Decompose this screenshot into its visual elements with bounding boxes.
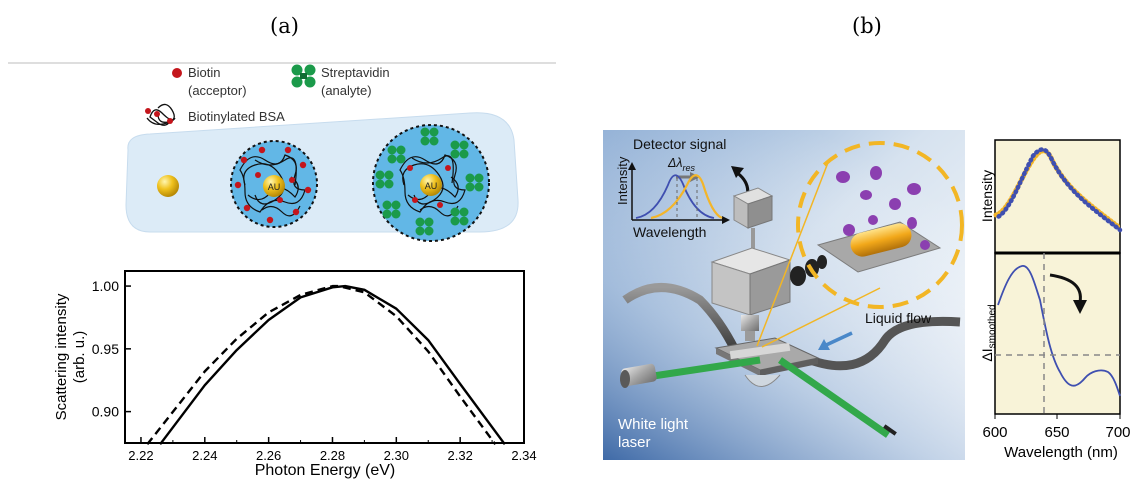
biotin-dot-icon bbox=[172, 68, 182, 78]
right-top-y-label: Intensity bbox=[979, 170, 995, 222]
x-tick-label: 2.32 bbox=[448, 448, 473, 463]
legend-biotin: Biotin bbox=[188, 65, 221, 80]
tick-650: 650 bbox=[1044, 424, 1069, 441]
tick-700: 700 bbox=[1105, 424, 1130, 441]
x-tick-label: 2.26 bbox=[256, 448, 281, 463]
au-label-2: AU bbox=[425, 181, 438, 191]
y-ticks: 0.90 0.95 1.00 bbox=[92, 278, 131, 420]
light-source bbox=[620, 363, 657, 388]
au-label-1: AU bbox=[268, 182, 281, 192]
tube-left bbox=[622, 283, 740, 353]
series-group bbox=[146, 284, 506, 446]
x-tick-label: 2.22 bbox=[128, 448, 153, 463]
panel-a-label: (a) bbox=[270, 14, 299, 38]
tube-right bbox=[803, 316, 961, 371]
flow-arrow-icon bbox=[823, 331, 853, 348]
delta-i-sub: smoothed bbox=[987, 304, 998, 348]
delta-i-text: ΔI bbox=[979, 348, 995, 361]
down-arrow-icon bbox=[1049, 273, 1082, 303]
chart-frame bbox=[124, 270, 525, 444]
right-x-axis-label: Wavelength (nm) bbox=[1004, 444, 1118, 461]
bsa-coated-nanoparticle: AU bbox=[230, 140, 318, 228]
x-tick-label: 2.34 bbox=[511, 448, 536, 463]
inset-y-label: Intensity bbox=[615, 156, 630, 205]
inset-x-label: Wavelength bbox=[633, 224, 706, 240]
streptavidin-bound-nanoparticle: AU bbox=[372, 124, 490, 242]
legend-streptavidin: Streptavidin bbox=[321, 65, 390, 80]
panel-a: Biotin (acceptor) Streptavidin (analyte)… bbox=[8, 62, 556, 479]
legend-bsa: Biotinylated BSA bbox=[188, 109, 285, 124]
delta-lambda-text: Δλ bbox=[667, 156, 683, 170]
legend-streptavidin-sub: (analyte) bbox=[321, 83, 372, 98]
detector-signal-label: Detector signal bbox=[633, 136, 726, 152]
laser-beam-out bbox=[778, 357, 890, 438]
delta-lambda-label: Δλres bbox=[667, 156, 696, 173]
x-axis-label: Photon Energy (eV) bbox=[255, 462, 396, 479]
series-line-dashed bbox=[146, 284, 497, 446]
y-tick-label: 0.90 bbox=[92, 404, 119, 420]
x-tick-label: 2.24 bbox=[192, 448, 217, 463]
bare-nanoparticle bbox=[157, 175, 179, 197]
gold-nanorod bbox=[850, 223, 912, 257]
legend-biotin-sub: (acceptor) bbox=[188, 83, 247, 98]
inset-yellow-curve bbox=[650, 174, 723, 220]
microscope bbox=[710, 187, 827, 341]
panel-b-charts: 600 650 700 Wavelength (nm) Intensity ΔI… bbox=[979, 139, 1131, 461]
zoom-inset bbox=[796, 141, 964, 309]
white-light-label: White light bbox=[618, 416, 689, 433]
white-light-label-2: laser bbox=[618, 434, 651, 451]
panel-b-label: (b) bbox=[852, 14, 882, 38]
tick-600: 600 bbox=[982, 424, 1007, 441]
x-ticks: 2.22 2.24 2.26 2.28 2.30 2.32 2.34 bbox=[128, 437, 537, 463]
y-tick-label: 1.00 bbox=[92, 278, 119, 294]
liquid-flow-label: Liquid flow bbox=[865, 310, 932, 326]
x-tick-label: 2.30 bbox=[384, 448, 409, 463]
y-axis-label: Scattering intensity bbox=[53, 293, 70, 420]
scattering-chart: 2.22 2.24 2.26 2.28 2.30 2.32 2.34 0.90 0.95 1.0… bbox=[53, 270, 537, 479]
y-tick-label: 0.95 bbox=[92, 341, 119, 357]
y-axis-label-units: (arb. u.) bbox=[71, 331, 88, 384]
right-bottom-y-label: ΔIsmoothed bbox=[979, 304, 998, 361]
streptavidin-icon bbox=[291, 64, 316, 88]
panel-b-illustration: Detector signal Δλres Intensity Waveleng… bbox=[603, 130, 965, 460]
series-line-solid bbox=[159, 284, 506, 446]
bottom-chart-frame bbox=[994, 252, 1121, 415]
analyte-molecules bbox=[836, 166, 930, 250]
top-blue-curve bbox=[993, 147, 1123, 233]
delta-lambda-sub: res bbox=[683, 163, 696, 173]
bsa-coil-icon bbox=[145, 103, 176, 126]
x-tick-label: 2.28 bbox=[320, 448, 345, 463]
laser-beam-in bbox=[639, 356, 761, 382]
bottom-blue-curve bbox=[997, 265, 1121, 397]
flow-cell bbox=[620, 159, 961, 438]
